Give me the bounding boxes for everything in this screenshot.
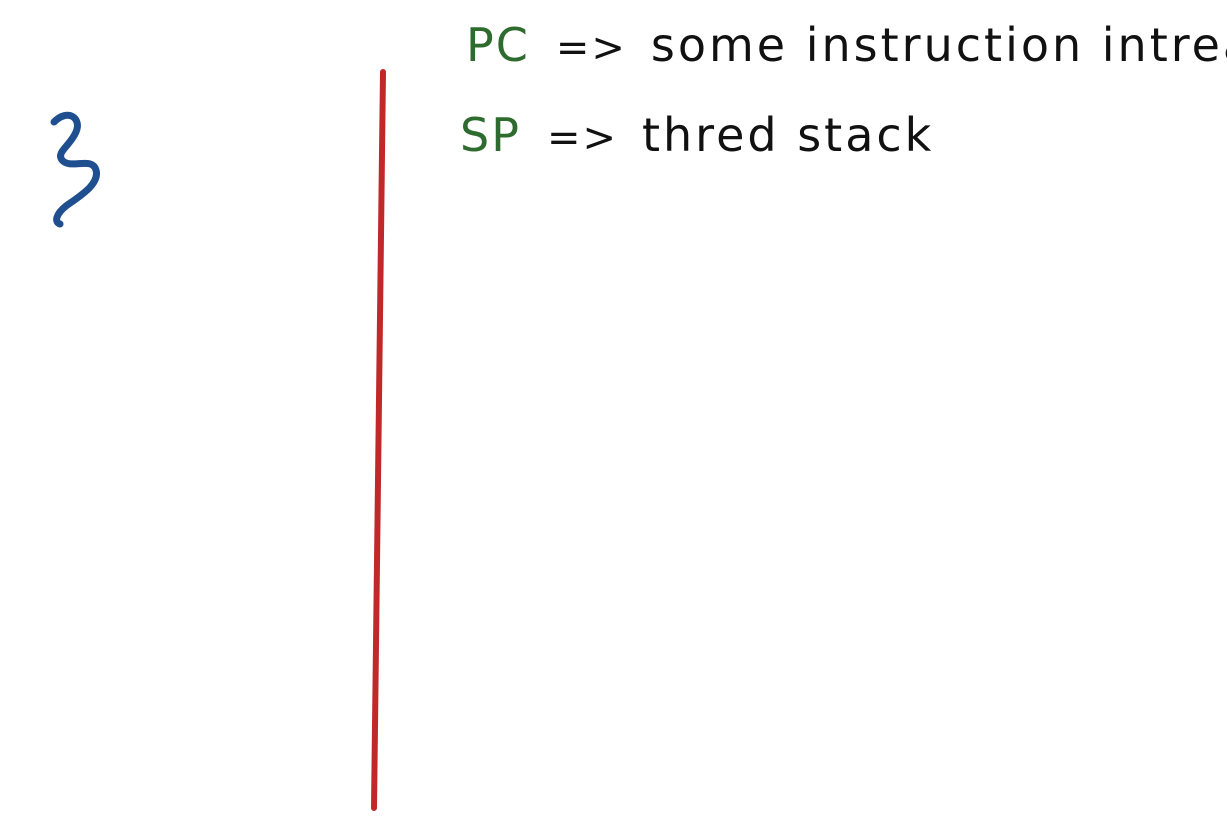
register-label-sp: SP: [460, 108, 521, 162]
description-pc: some instruction intread: [650, 18, 1227, 72]
arrow-sp: =>: [546, 115, 618, 161]
vertical-divider-line: [371, 69, 386, 811]
arrow-pc: =>: [555, 25, 627, 71]
register-label-pc: PC: [466, 18, 530, 72]
squiggle-thread-icon: [50, 111, 100, 228]
description-sp: thred stack: [641, 108, 935, 162]
pc-annotation: PC => some instruction intread: [466, 22, 1227, 68]
sp-annotation: SP => thred stack: [460, 112, 934, 158]
